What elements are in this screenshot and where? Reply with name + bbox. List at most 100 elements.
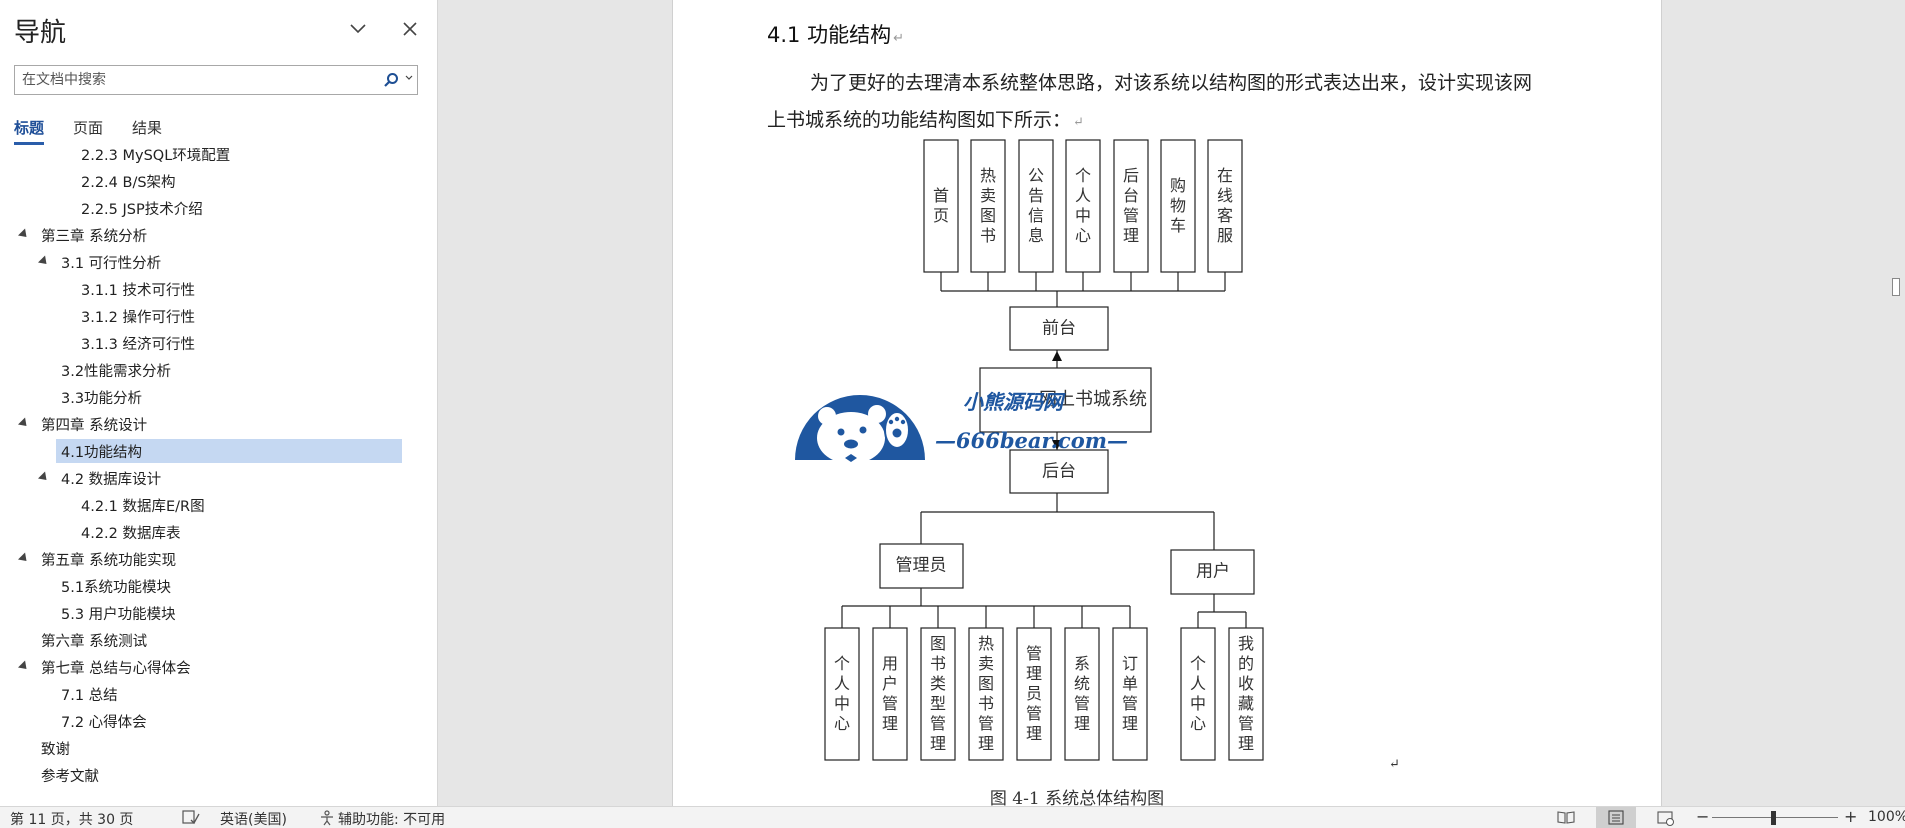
nav-tree-item[interactable]: 4.2 数据库设计 [0,466,438,490]
frontend-module-box [923,139,959,273]
expand-caret-icon[interactable] [37,471,51,484]
backend-label: 后台 [1042,462,1076,482]
accessibility-icon[interactable] [318,810,336,828]
admin-module-box [1064,627,1100,761]
body-paragraph-line-2-text: 上书城系统的功能结构图如下所示： [767,109,1072,131]
nav-tree-item[interactable]: 致谢 [0,736,438,760]
nav-tree-item[interactable]: 5.3 用户功能模块 [0,601,438,625]
read-mode-icon[interactable] [1556,810,1576,828]
search-icon[interactable] [383,72,399,88]
expand-caret-icon[interactable] [17,552,31,565]
nav-tree-item[interactable]: 第七章 总结与心得体会 [0,655,438,679]
nav-tree-item-label: 5.3 用户功能模块 [61,606,176,623]
module-label: 订单管理 [1122,654,1138,733]
expand-caret-icon[interactable] [17,660,31,673]
print-layout-icon [1608,810,1624,825]
nav-tree-item[interactable]: 3.1 可行性分析 [0,250,438,274]
nav-tree-item-label: 2.2.3 MySQL环境配置 [81,148,231,164]
nav-tree-item[interactable]: 4.2.1 数据库E/R图 [0,493,438,517]
paragraph-mark: ↵ [1389,757,1400,772]
nav-tree-item[interactable]: 第四章 系统设计 [0,412,438,436]
nav-tree-item[interactable]: 3.1.3 经济可行性 [0,331,438,355]
chevron-down-icon [350,24,366,34]
nav-tree-item-label: 第六章 系统测试 [41,633,148,650]
structure-diagram: 首页热卖图书公告信息个人中心后台管理购物车在线客服前台网上书城系统后台管理员用户… [824,139,1400,806]
figure-caption: 图 4-1 系统总体结构图 [990,789,1164,806]
nav-tree-item-label: 4.2.1 数据库E/R图 [81,498,205,515]
nav-tree-item[interactable]: 4.1功能结构 [56,439,402,463]
nav-tree-item[interactable]: 2.2.3 MySQL环境配置 [0,148,438,166]
nav-tree-item[interactable]: 5.1系统功能模块 [0,574,438,598]
watermark-url: —666bear.com— [935,428,1128,453]
module-label: 图书类型管理 [930,634,946,753]
module-label: 首页 [933,186,949,225]
vertical-scrollbar[interactable] [1885,0,1905,806]
zoom-out-button[interactable]: − [1696,807,1710,826]
nav-tree-item-label: 第七章 总结与心得体会 [41,660,191,677]
nav-tree-item[interactable]: 7.1 总结 [0,682,438,706]
nav-tree-item-label: 3.3功能分析 [61,390,143,407]
paragraph-mark: ↵ [893,31,904,46]
nav-search-box[interactable] [14,65,418,95]
nav-tree-item-label: 3.1.3 经济可行性 [81,336,196,353]
body-paragraph-line-2: 上书城系统的功能结构图如下所示：↵ [767,105,1084,132]
paragraph-mark: ↵ [1073,115,1084,130]
nav-tree-item-label: 第五章 系统功能实现 [41,552,177,569]
frontend-label: 前台 [1042,319,1076,339]
expand-caret-icon[interactable] [17,417,31,430]
scrollbar-thumb[interactable] [1892,278,1900,296]
arrowhead [1052,351,1062,361]
zoom-slider-thumb[interactable] [1771,811,1776,825]
expand-caret-icon[interactable] [37,255,51,268]
nav-tree-item[interactable]: 2.2.5 JSP技术介绍 [0,196,438,220]
frontend-module-box [1018,139,1054,273]
nav-tree-item[interactable]: 4.2.2 数据库表 [0,520,438,544]
nav-close-button[interactable] [395,14,425,44]
nav-tree-item[interactable]: 第三章 系统分析 [0,223,438,247]
tab-headings[interactable]: 标题 [14,117,45,145]
nav-tree-item[interactable]: 3.2性能需求分析 [0,358,438,382]
user-module-box [1228,627,1264,761]
module-label: 在线客服 [1217,166,1233,245]
nav-tree-item[interactable]: 第五章 系统功能实现 [0,547,438,571]
page-count[interactable]: 第 11 页，共 30 页 [10,812,134,828]
section-heading: 4.1 功能结构↵ [767,19,904,49]
language-status[interactable]: 英语(美国) [220,812,287,828]
nav-tree-item-label: 第三章 系统分析 [41,228,148,245]
nav-tree-item-label: 7.2 心得体会 [61,714,147,731]
nav-tree-item-label: 3.2性能需求分析 [61,363,172,380]
admin-module-box [1016,627,1052,761]
zoom-level[interactable]: 100% [1868,809,1905,825]
module-label: 公告信息 [1028,166,1044,245]
nav-tree-item[interactable]: 第六章 系统测试 [0,628,438,652]
admin-box [879,543,964,589]
status-bar: 第 11 页，共 30 页 英语(美国) 辅助功能: 不可用 − + 100% [0,806,1905,828]
nav-tree-item[interactable]: 3.3功能分析 [0,385,438,409]
nav-tree-item[interactable]: 7.2 心得体会 [0,709,438,733]
nav-tree-item[interactable]: 3.1.1 技术可行性 [0,277,438,301]
tab-results[interactable]: 结果 [132,119,163,137]
tab-pages[interactable]: 页面 [73,119,104,137]
admin-label: 管理员 [896,556,947,576]
proofing-icon[interactable] [182,810,200,828]
nav-tree-item[interactable]: 参考文献 [0,763,438,787]
accessibility-status[interactable]: 辅助功能: 不可用 [338,812,446,828]
nav-tree-item-label: 7.1 总结 [61,687,118,704]
search-input[interactable] [22,71,382,89]
expand-caret-icon[interactable] [17,228,31,241]
nav-tree-item[interactable]: 2.2.4 B/S架构 [0,169,438,193]
frontend-module-box [1160,139,1196,273]
module-label: 个人中心 [834,654,850,733]
nav-options-button[interactable] [343,14,373,44]
user-label: 用户 [1196,562,1230,582]
nav-tree-item-label: 4.2 数据库设计 [61,471,162,488]
bear-logo-watermark [795,395,925,462]
web-layout-icon[interactable] [1656,810,1676,828]
document-canvas: 4.1 功能结构↵ 为了更好的去理清本系统整体思路，对该系统以结构图的形式表达出… [438,0,1905,806]
search-options-chevron-icon[interactable] [405,75,413,81]
nav-tree-item[interactable]: 3.1.2 操作可行性 [0,304,438,328]
zoom-in-button[interactable]: + [1844,807,1858,826]
user-box [1170,549,1255,595]
print-layout-button[interactable] [1596,807,1636,828]
